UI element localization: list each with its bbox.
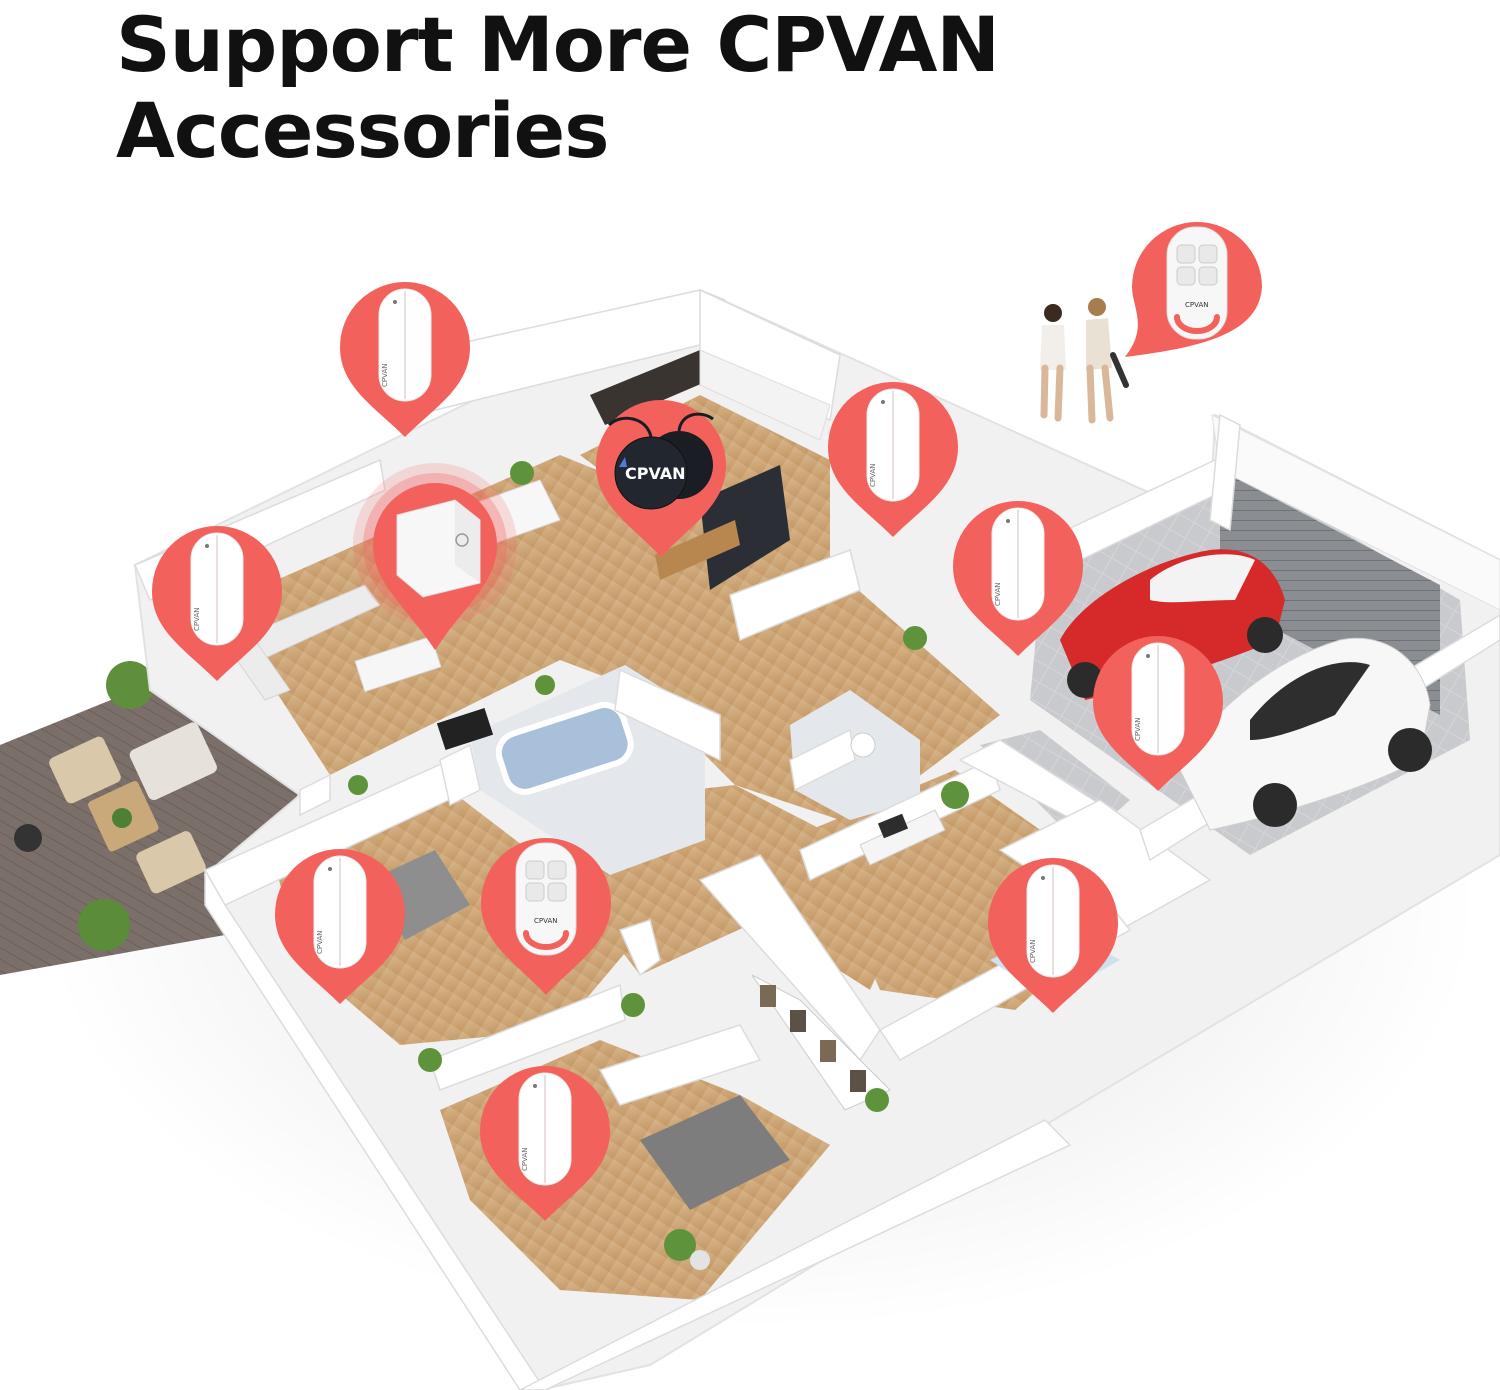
- remote-pin-bedroom: CPVAN: [481, 838, 611, 995]
- rfid-tag-pin-kitchen: CPVAN: [596, 400, 726, 557]
- hub-pin-living-room: [353, 463, 517, 650]
- page-title-line-1: Support More CPVAN: [116, 0, 1000, 89]
- white-car: [1179, 637, 1432, 831]
- svg-text:CPVAN: CPVAN: [1134, 718, 1142, 741]
- door-sensor-pin-bedroom-bottom: CPVAN: [480, 1066, 610, 1221]
- door-sensor-pin-top-left: CPVAN: [340, 282, 470, 437]
- svg-text:CPVAN: CPVAN: [316, 931, 324, 954]
- svg-text:CPVAN: CPVAN: [1029, 940, 1037, 963]
- bookshelf: [751, 974, 891, 1111]
- svg-text:CPVAN: CPVAN: [521, 1148, 529, 1171]
- remote-pin-outside: CPVAN: [1125, 222, 1262, 357]
- svg-text:CPVAN: CPVAN: [994, 583, 1002, 606]
- door-sensor-pin-garage-door: CPVAN: [953, 501, 1083, 656]
- people-walking: [1040, 298, 1129, 424]
- door-sensor-pin-garage: CPVAN: [1093, 636, 1223, 791]
- page-title: Support More CPVAN Accessories: [116, 0, 1000, 175]
- svg-text:CPVAN: CPVAN: [381, 364, 389, 387]
- door-sensor-pin-left: CPVAN: [152, 526, 282, 681]
- svg-text:CPVAN: CPVAN: [193, 608, 201, 631]
- door-sensor-pin-hall: CPVAN: [828, 382, 958, 537]
- svg-text:CPVAN: CPVAN: [1185, 301, 1208, 309]
- svg-text:CPVAN: CPVAN: [869, 464, 877, 487]
- door-sensor-pin-bedroom-left: CPVAN: [275, 849, 405, 1004]
- door-sensor-pin-office: CPVAN: [988, 858, 1118, 1013]
- rfid-tag-logo: CPVAN: [625, 464, 686, 483]
- svg-text:CPVAN: CPVAN: [534, 917, 557, 925]
- furniture: [229, 349, 1432, 1270]
- page-title-line-2: Accessories: [116, 86, 609, 175]
